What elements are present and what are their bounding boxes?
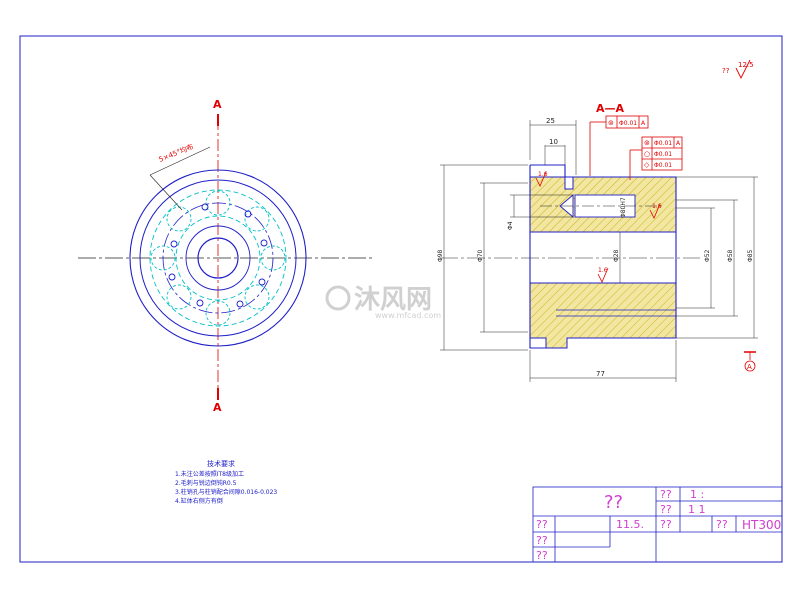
tech-note-3: 3.柱销孔与柱销配合间隙0.016-0.023 (175, 488, 277, 496)
title-block-qty-label: ?? (660, 503, 672, 516)
dim-d58: Φ58 (727, 249, 734, 262)
tech-note-1: 1.未注公差按照IT8级加工 (175, 470, 244, 478)
section-mark-top: A (213, 98, 222, 111)
title-block-qty-value: 1 1 (688, 503, 706, 516)
title-block-date: 11.5. (616, 518, 644, 531)
svg-text:Φ0.01: Φ0.01 (619, 120, 637, 127)
dim-25: 25 (546, 117, 555, 125)
title-block-check: ?? (660, 518, 672, 531)
tolerance-frame-top: ⊚ Φ0.01 A (589, 115, 649, 176)
svg-text:◇: ◇ (644, 161, 650, 169)
dim-d85: Φ85 (747, 249, 754, 262)
svg-text:A: A (641, 120, 646, 127)
svg-text:⊚: ⊚ (608, 119, 614, 127)
dim-10: 10 (549, 138, 558, 146)
watermark: 沐风网 www.mfcad.com (325, 285, 441, 320)
svg-text:Φ0.01: Φ0.01 (654, 151, 672, 158)
corner-mark-value: 12.5 (738, 61, 754, 69)
watermark-url: www.mfcad.com (375, 311, 441, 320)
svg-text:Φ0.01: Φ0.01 (654, 162, 672, 169)
tech-notes-title: 技术要求 (207, 459, 235, 468)
datum-symbol: A (744, 351, 756, 372)
svg-text:⊚: ⊚ (644, 139, 650, 147)
title-block (532, 486, 783, 563)
tolerance-frame-stack: ⊚ Φ0.01 A ○ Φ0.01 ◇ Φ0.01 (629, 136, 683, 180)
section-title: A—A (596, 102, 625, 115)
corner-mark-text: ?? (722, 67, 730, 75)
title-block-designer: ?? (536, 518, 548, 531)
watermark-brand: 沐风网 (354, 285, 432, 315)
svg-text:1.6: 1.6 (598, 267, 608, 274)
section-view: A—A 25 10 77 (437, 102, 758, 382)
corner-roughness-mark: ?? 12.5 (722, 59, 754, 80)
title-block-name: ?? (604, 492, 623, 513)
pin-holes (150, 190, 286, 326)
section-mark-bottom: A (213, 401, 222, 414)
svg-text:Φ0.01: Φ0.01 (654, 140, 672, 147)
roughness-mark-a: 1.6 (535, 171, 548, 187)
dim-d80: Φ80H7 (620, 197, 627, 218)
svg-text:A: A (747, 363, 752, 371)
title-block-scale-value: 1 : (690, 488, 704, 501)
svg-text:1.6: 1.6 (538, 171, 548, 178)
title-block-material: HT300 (742, 518, 781, 532)
dim-d4: Φ4 (507, 221, 514, 230)
title-block-scale-label: ?? (660, 488, 672, 501)
front-view: 5×45°均布 A A (78, 98, 372, 414)
roughness-mark-c: 1.6 (649, 203, 662, 219)
svg-text:1.6: 1.6 (652, 203, 662, 210)
outer-frame (19, 35, 783, 563)
roughness-mark-b: 1.6 (597, 267, 609, 283)
dim-d52: Φ52 (704, 249, 711, 262)
title-block-material-label: ?? (716, 518, 728, 531)
dim-77: 77 (596, 370, 605, 378)
chamfer-note: 5×45°均布 (157, 142, 194, 164)
tech-note-4: 4.缸体右侧方有倒 (175, 497, 223, 505)
title-block-approver: ?? (536, 549, 548, 562)
svg-text:○: ○ (644, 150, 650, 158)
dim-d70: Φ70 (477, 249, 484, 262)
tech-note-2: 2.毛刺与锐边倒钝R0.5 (175, 479, 237, 487)
technical-notes: 技术要求 1.未注公差按照IT8级加工 2.毛刺与锐边倒钝R0.5 3.柱销孔与… (175, 459, 277, 505)
title-block-reviewer: ?? (536, 534, 548, 547)
dim-d98: Φ98 (437, 249, 444, 262)
dim-d28: Φ28 (613, 249, 620, 262)
svg-text:A: A (676, 140, 681, 147)
